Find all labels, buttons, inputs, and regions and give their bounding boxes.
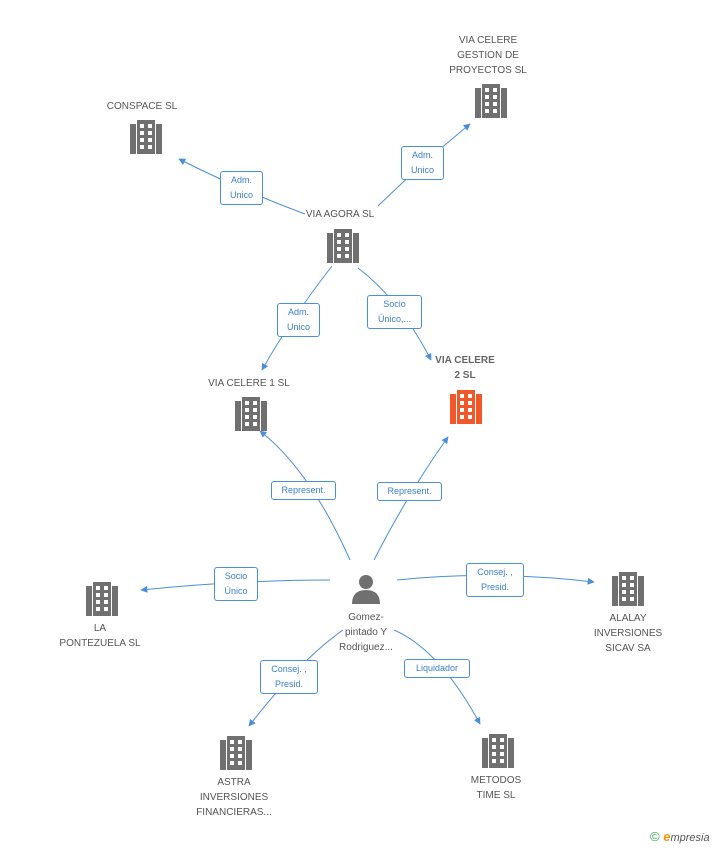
edge-label-agora-gestion[interactable]: Adm. Unico	[401, 146, 444, 180]
edge-label-person-celere2[interactable]: Represent.	[377, 482, 442, 501]
edge-label-person-metodos[interactable]: Liquidador	[404, 659, 470, 678]
copyright-symbol: ©	[650, 829, 660, 844]
brand-logo-text: mpresia	[670, 832, 710, 844]
building-icon-celere1	[235, 397, 267, 431]
building-icon-pontezuela	[86, 582, 118, 616]
edge-label-person-pontezuela[interactable]: Socio Único	[214, 567, 258, 601]
node-label-via-celere-1[interactable]: VIA CELERE 1 SL	[208, 378, 290, 389]
brand-footer: © empresia	[650, 829, 710, 844]
node-label-via-celere-2[interactable]: VIA CELERE 2 SL	[435, 355, 495, 381]
edge-label-agora-conspace[interactable]: Adm. Unico	[220, 171, 263, 205]
building-icon-metodos	[482, 734, 514, 768]
building-icon-agora	[327, 229, 359, 263]
node-label-person[interactable]: Gomez- pintado Y Rodriguez...	[339, 612, 393, 653]
building-icon-conspace	[130, 120, 162, 154]
node-label-metodos[interactable]: METODOS TIME SL	[470, 775, 522, 801]
edge-label-agora-celere2[interactable]: Socio Único,...	[367, 295, 422, 329]
edge-label-person-celere1[interactable]: Represent.	[271, 481, 336, 500]
person-icon	[352, 575, 380, 604]
node-label-conspace[interactable]: CONSPACE SL	[106, 101, 178, 112]
node-label-alalay[interactable]: ALALAY INVERSIONES SICAV SA	[593, 613, 663, 654]
edge-label-person-astra[interactable]: Consej. , Presid.	[260, 660, 318, 694]
building-icon-alalay	[612, 572, 644, 606]
node-label-via-celere-gestion[interactable]: VIA CELERE GESTION DE PROYECTOS SL	[449, 35, 527, 76]
building-icon-gestion	[475, 84, 507, 118]
brand-logo-e: e	[663, 829, 671, 844]
edge-label-person-alalay[interactable]: Consej. , Presid.	[466, 563, 524, 597]
building-icon-astra	[220, 736, 252, 770]
node-label-via-agora[interactable]: VIA AGORA SL	[305, 209, 375, 220]
edge-label-agora-celere1[interactable]: Adm. Unico	[277, 303, 320, 337]
building-icon-celere2-focus	[450, 390, 482, 424]
node-label-la-pontezuela[interactable]: LA PONTEZUELA SL	[59, 623, 141, 649]
node-label-astra[interactable]: ASTRA INVERSIONES FINANCIERAS...	[196, 777, 272, 818]
